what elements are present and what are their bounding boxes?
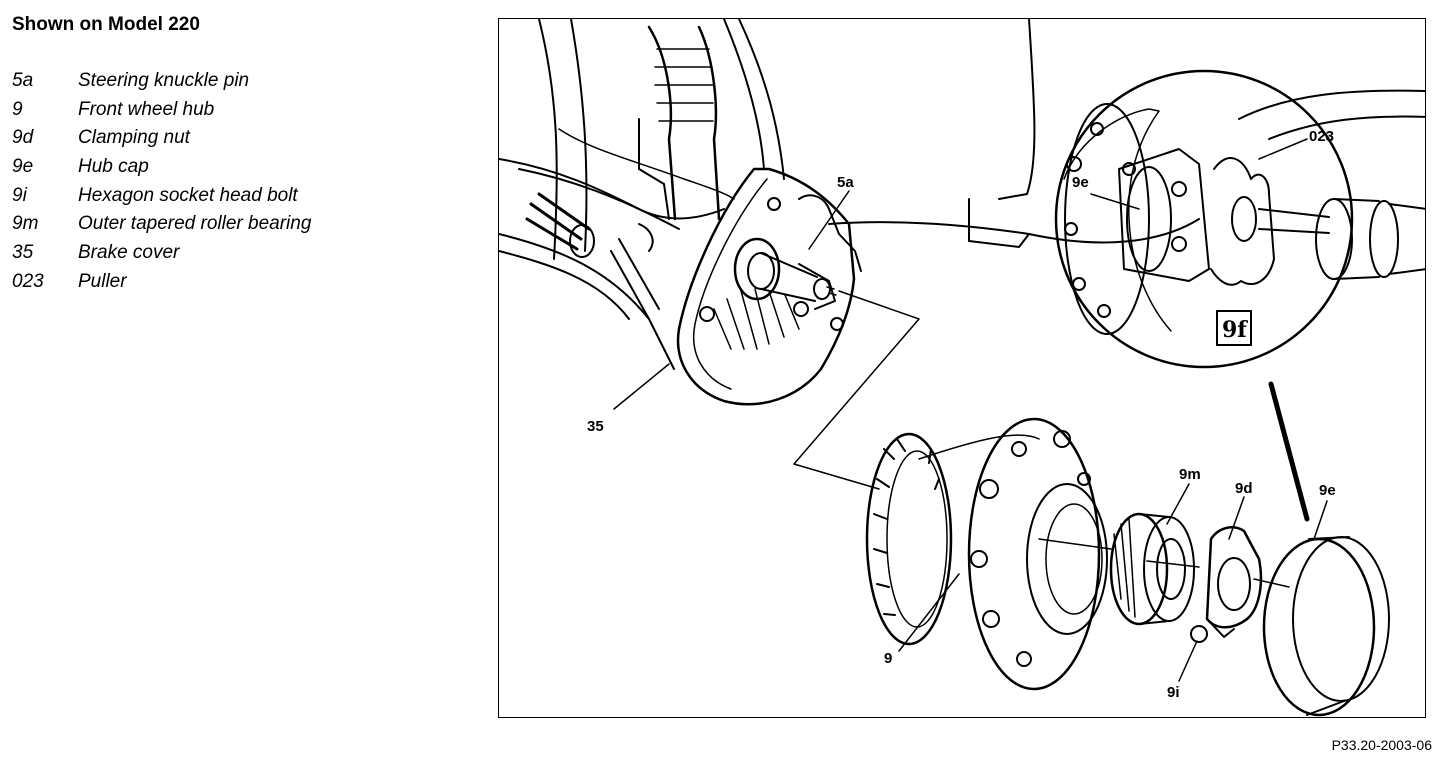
callout-9i: 9i (1167, 684, 1180, 701)
callout-9: 9 (884, 650, 892, 667)
page-title: Shown on Model 220 (12, 14, 200, 35)
legend-item: 9e Hub cap (12, 156, 311, 185)
assembly-axis (1038, 538, 1290, 588)
callout-leaders (613, 138, 1328, 682)
suspension-structure (499, 19, 1425, 370)
detail-view-puller-023 (1054, 69, 1425, 369)
detail-id-label: 9f (1222, 317, 1248, 343)
detail-id-box (1216, 310, 1252, 346)
hub-cap-9e (1262, 536, 1390, 717)
exploded-view-drawing: 9f (499, 19, 1425, 717)
legend-code: 9i (12, 184, 27, 206)
clamping-nut-9d (1190, 526, 1263, 643)
legend-code: 9e (12, 156, 34, 178)
legend-text: Front wheel hub (78, 98, 215, 120)
legend-text: Hub cap (78, 156, 149, 178)
legend-code: 35 (12, 242, 34, 264)
front-wheel-hub-9 (865, 417, 1108, 691)
legend-text: Steering knuckle pin (78, 70, 250, 91)
callout-023: 023 (1309, 128, 1334, 145)
leader-connector (793, 290, 920, 490)
callout-9m: 9m (1179, 466, 1201, 483)
callout-9d: 9d (1235, 480, 1253, 497)
legend-item: 9i Hexagon socket head bolt (12, 185, 311, 214)
callout-5a: 5a (837, 174, 854, 191)
legend-item: 9 Front wheel hub (12, 99, 311, 128)
legend-item: 35 Brake cover (12, 242, 311, 271)
legend-item: 9m Outer tapered roller bearing (12, 213, 311, 242)
legend-code: 9d (12, 127, 34, 149)
brake-cover-35 (676, 167, 862, 406)
legend-code: 5a (12, 70, 34, 91)
legend-item: 9d Clamping nut (12, 127, 311, 156)
legend-text: Outer tapered roller bearing (78, 213, 312, 235)
legend-text: Brake cover (78, 242, 180, 264)
callout-9e: 9e (1319, 482, 1336, 499)
legend-text: Puller (78, 270, 127, 292)
callout-9e-detail: 9e (1072, 174, 1089, 191)
detail-pointer (1268, 381, 1310, 522)
wheel-hub-spindle (733, 237, 837, 310)
legend-text: Clamping nut (78, 127, 190, 149)
legend-code: 023 (12, 270, 44, 292)
legend-item: 5a Steering knuckle pin (12, 70, 311, 99)
legend-code: 9 (12, 98, 23, 120)
legend-item: 023 Puller (12, 271, 311, 300)
outer-tapered-roller-bearing-9m (1109, 512, 1195, 626)
legend-text: Hexagon socket head bolt (78, 184, 298, 206)
legend-code: 9m (12, 213, 39, 235)
figure-reference-code: P33.20-2003-06 (1331, 737, 1432, 753)
callout-35: 35 (587, 418, 604, 435)
technical-drawing-frame: 9f (498, 18, 1426, 718)
